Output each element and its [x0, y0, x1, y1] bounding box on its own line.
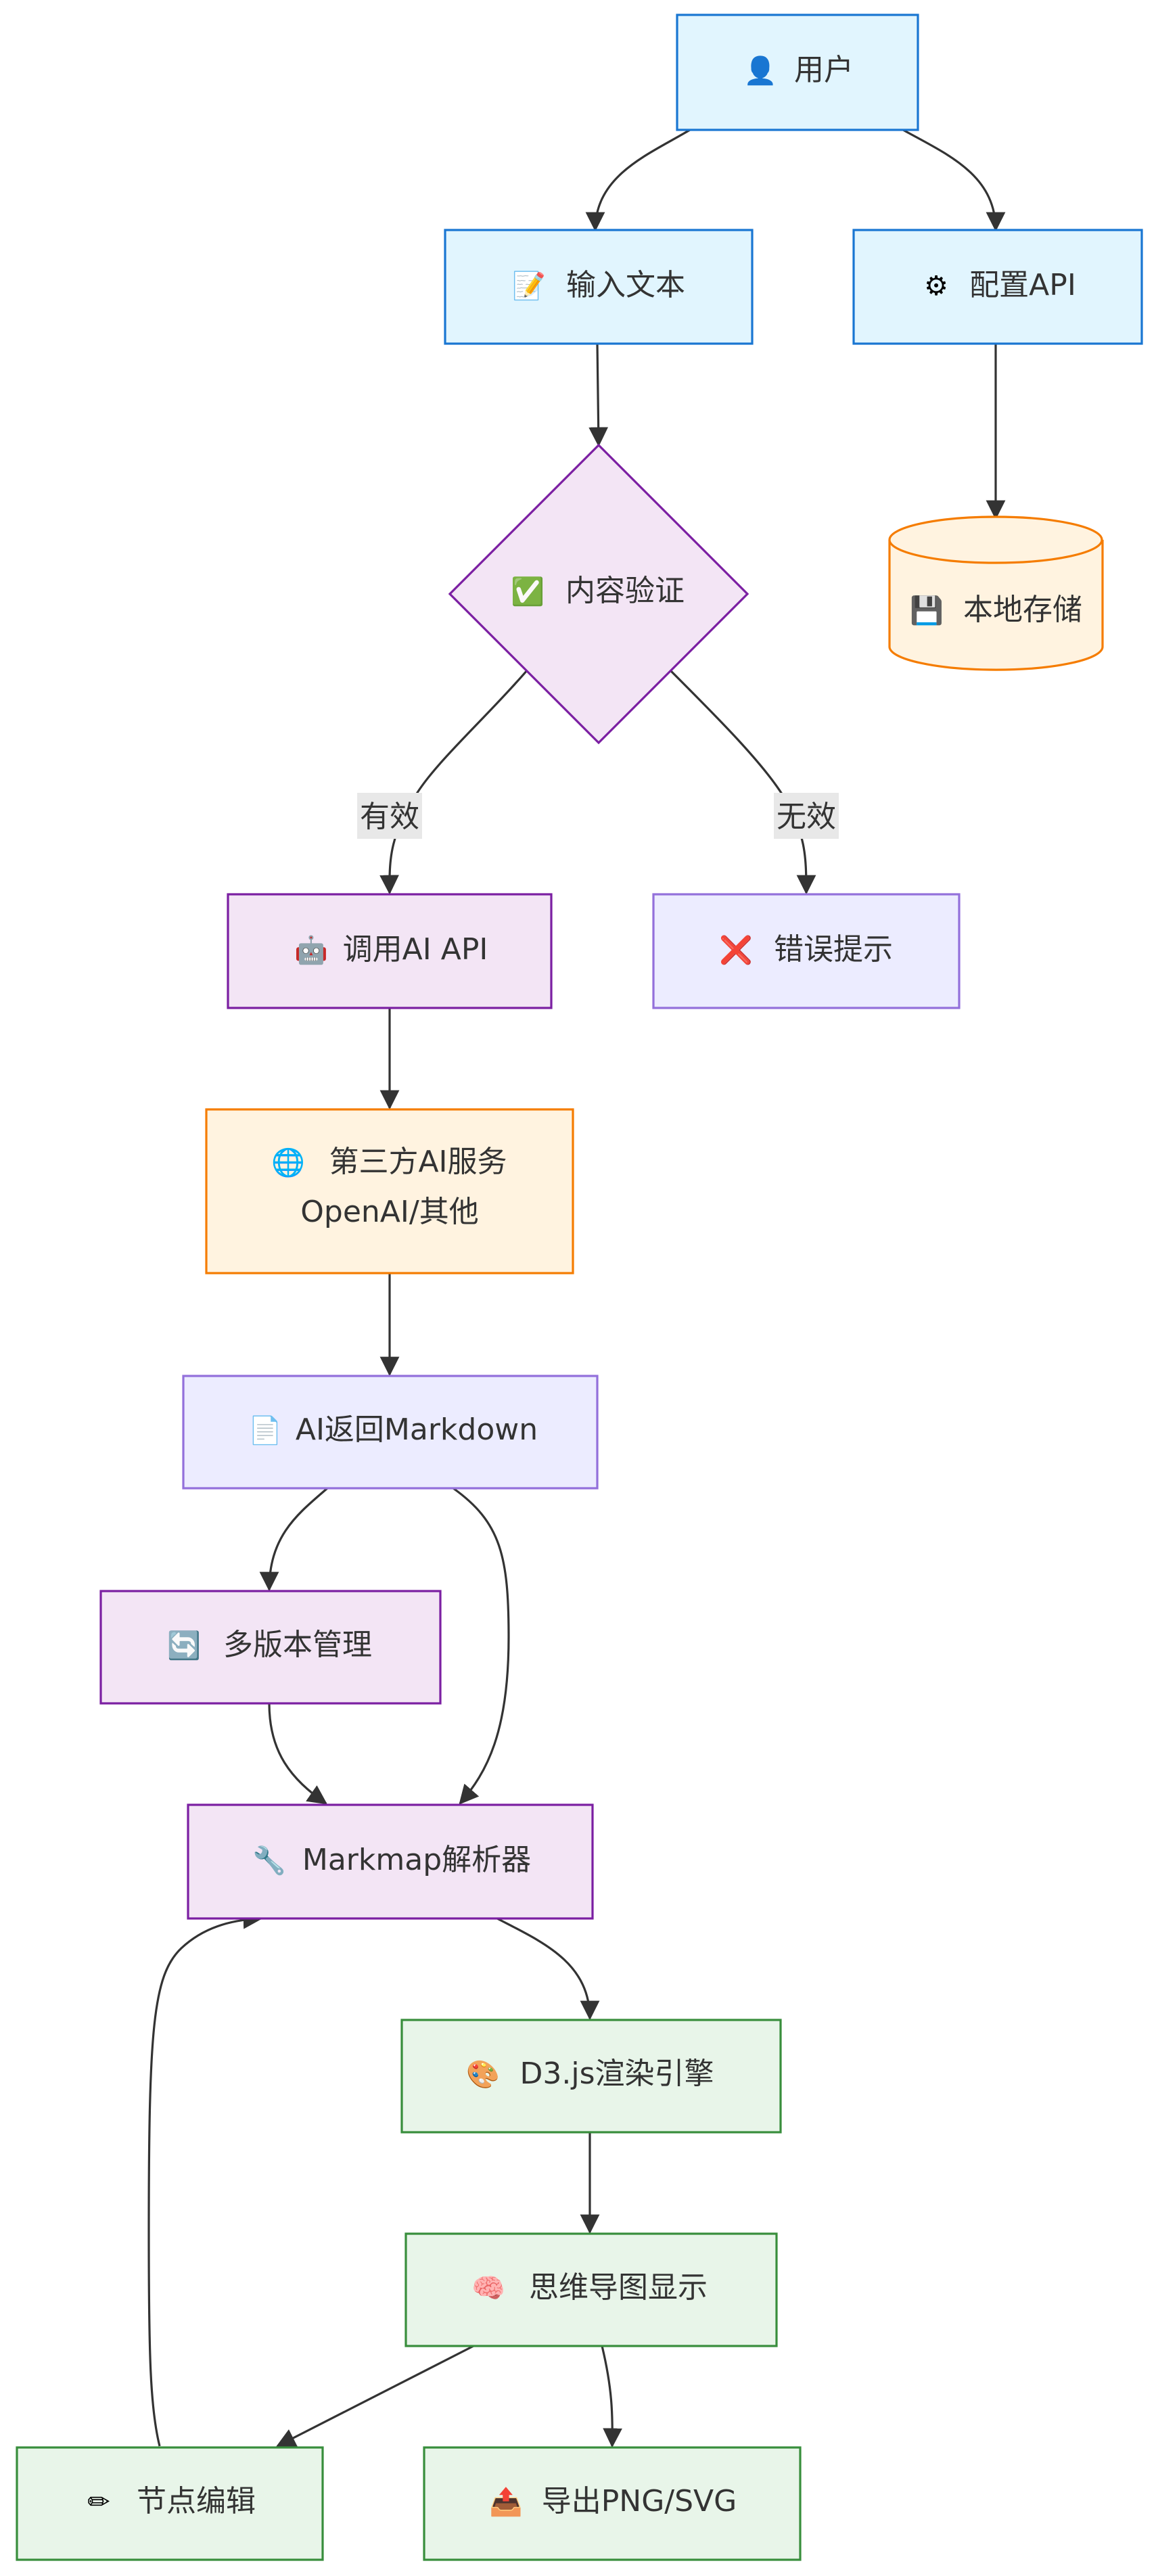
document-icon: 📄	[248, 1414, 282, 1446]
refresh-icon: 🔄	[167, 1630, 201, 1661]
node-storage: 💾 本地存储	[888, 515, 1104, 671]
node-parser: 🔧 Markmap解析器	[187, 1803, 594, 1920]
node-mindmap: 🧠 思维导图显示	[404, 2232, 778, 2347]
node-call-ai: 🤖 调用AI API	[227, 893, 553, 1009]
floppy-icon: 💾	[910, 595, 944, 626]
robot-icon: 🤖	[294, 934, 328, 966]
node-config: ⚙ 配置API	[852, 229, 1143, 345]
edge-label-valid: 有效	[357, 793, 422, 839]
node-config-label: 配置API	[969, 268, 1076, 302]
cross-icon: ❌	[719, 934, 753, 966]
node-parser-label: Markmap解析器	[302, 1843, 531, 1877]
node-d3: 🎨 D3.js渲染引擎	[400, 2019, 782, 2134]
edge-markdown-parser	[453, 1487, 510, 1805]
node-mindmap-label: 思维导图显示	[529, 2270, 708, 2305]
node-export: 📤 导出PNG/SVG	[423, 2446, 802, 2561]
node-markdown-label: AI返回Markdown	[296, 1412, 538, 1447]
edge-edit-parser	[147, 1909, 263, 2447]
node-versions-label: 多版本管理	[223, 1628, 372, 1662]
check-icon: ✅	[511, 576, 545, 607]
node-storage-label: 本地存储	[963, 593, 1082, 627]
edge-user-config	[902, 129, 1006, 232]
wrench-icon: 🔧	[252, 1844, 286, 1877]
gear-icon: ⚙	[924, 271, 948, 302]
edge-mindmap-edit	[275, 2345, 474, 2447]
outbox-icon: 📤	[489, 2486, 523, 2518]
edges: 有效 无效	[147, 129, 1006, 2448]
node-edit: ✏ 节点编辑	[16, 2446, 324, 2561]
edge-versions-parser	[268, 1703, 327, 1805]
edge-validate-callai	[379, 668, 529, 895]
user-icon: 👤	[743, 55, 777, 87]
globe-icon: 🌐	[271, 1147, 305, 1178]
edge-mindmap-export	[601, 2345, 622, 2448]
node-user: 👤 用户	[676, 14, 919, 131]
node-validate: ✅ 内容验证	[448, 443, 749, 745]
node-call-ai-label: 调用AI API	[343, 932, 488, 967]
node-versions: 🔄 多版本管理	[99, 1590, 442, 1705]
node-markdown: 📄 AI返回Markdown	[182, 1375, 599, 1490]
edge-input-validate	[588, 343, 609, 447]
node-edit-label: 节点编辑	[137, 2484, 256, 2518]
edge-markdown-versions	[259, 1487, 329, 1592]
node-error-label: 错误提示	[774, 932, 893, 967]
node-third-party: 🌐 第三方AI服务 OpenAI/其他	[205, 1108, 574, 1274]
node-error: ❌ 错误提示	[652, 893, 961, 1009]
node-input: 📝 输入文本	[444, 229, 754, 345]
node-input-label: 输入文本	[566, 268, 685, 302]
memo-icon: 📝	[512, 270, 546, 302]
palette-icon: 🎨	[466, 2058, 500, 2090]
edge-label-invalid: 无效	[774, 793, 839, 839]
node-third-sublabel: OpenAI/其他	[300, 1195, 478, 1229]
node-validate-label: 内容验证	[565, 574, 685, 608]
pencil-icon: ✏	[87, 2487, 110, 2518]
edge-label-invalid-text: 无效	[777, 800, 836, 834]
edge-label-valid-text: 有效	[360, 800, 419, 834]
node-d3-label: D3.js渲染引擎	[519, 2056, 714, 2091]
node-user-label: 用户	[794, 53, 854, 87]
edge-parser-d3	[496, 1917, 600, 2021]
edge-user-input	[585, 129, 691, 232]
edge-validate-error	[668, 668, 816, 895]
node-export-label: 导出PNG/SVG	[542, 2484, 737, 2518]
node-third-label: 第三方AI服务	[329, 1145, 507, 1179]
brain-icon: 🧠	[471, 2273, 505, 2304]
